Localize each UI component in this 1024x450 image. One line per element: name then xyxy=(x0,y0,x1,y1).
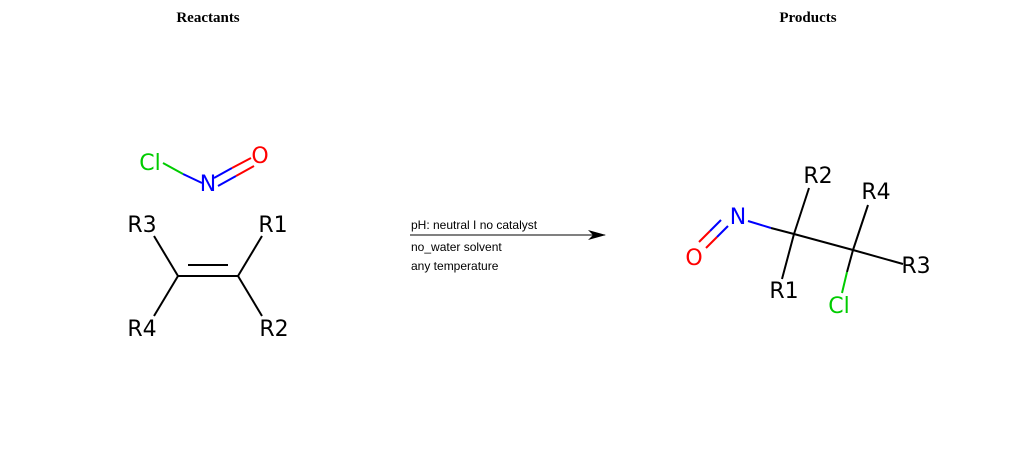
product-atom-cl: Cl xyxy=(828,294,849,319)
atom-cl: Cl xyxy=(139,151,160,176)
condition-ph-catalyst: pH: neutral I no catalyst xyxy=(411,218,538,232)
no-bond-line1-n xyxy=(716,225,729,238)
alkene-bonds xyxy=(153,235,263,317)
product-atom-n: N xyxy=(730,205,746,230)
c1-r2-bond xyxy=(793,187,810,235)
c1-r1-bond xyxy=(781,233,795,280)
c-r4-bond xyxy=(153,275,179,317)
group-r2: R2 xyxy=(259,317,288,342)
c2-cl-bond-cl xyxy=(841,271,848,294)
c2-cl-bond-c xyxy=(846,249,854,273)
product-atom-o: O xyxy=(685,246,702,271)
group-r1: R1 xyxy=(258,213,287,238)
c2-r4-bond xyxy=(852,204,869,251)
product-group-r4: R4 xyxy=(861,180,890,205)
c-r2-bond xyxy=(237,275,263,317)
n-c1-bond-n xyxy=(747,220,772,229)
group-r3: R3 xyxy=(127,213,156,238)
reaction-arrow-group: pH: neutral I no catalyst no_water solve… xyxy=(410,218,606,273)
product-group-r3: R3 xyxy=(901,254,930,279)
condition-solvent: no_water solvent xyxy=(411,240,502,254)
reactants-heading: Reactants xyxy=(176,10,239,26)
product-group-r1: R1 xyxy=(769,279,798,304)
no-bond-line2-n xyxy=(709,219,722,232)
atom-o: O xyxy=(251,144,268,169)
nitrosyl-chloride-molecule: Cl N O xyxy=(139,144,268,197)
alkene-molecule: R3 R1 R4 R2 xyxy=(127,213,288,342)
no-bond-line2-o xyxy=(698,230,711,243)
n-o-double-bond xyxy=(213,157,255,187)
product-group-r2: R2 xyxy=(803,164,832,189)
c1-c2-bond xyxy=(793,233,854,251)
c-r3-bond xyxy=(153,235,179,277)
condition-temperature: any temperature xyxy=(411,259,499,273)
c-r1-bond xyxy=(237,235,263,277)
atom-n: N xyxy=(200,172,216,197)
product-bonds xyxy=(698,187,904,294)
group-r4: R4 xyxy=(127,317,156,342)
c2-r3-bond xyxy=(852,249,904,265)
cl-n-bond xyxy=(162,162,203,184)
product-molecule: N O R2 R4 R1 R3 Cl xyxy=(685,164,930,319)
products-heading: Products xyxy=(779,10,836,26)
n-c1-bond-c xyxy=(770,227,795,235)
no-bond-line1-o xyxy=(705,236,718,249)
